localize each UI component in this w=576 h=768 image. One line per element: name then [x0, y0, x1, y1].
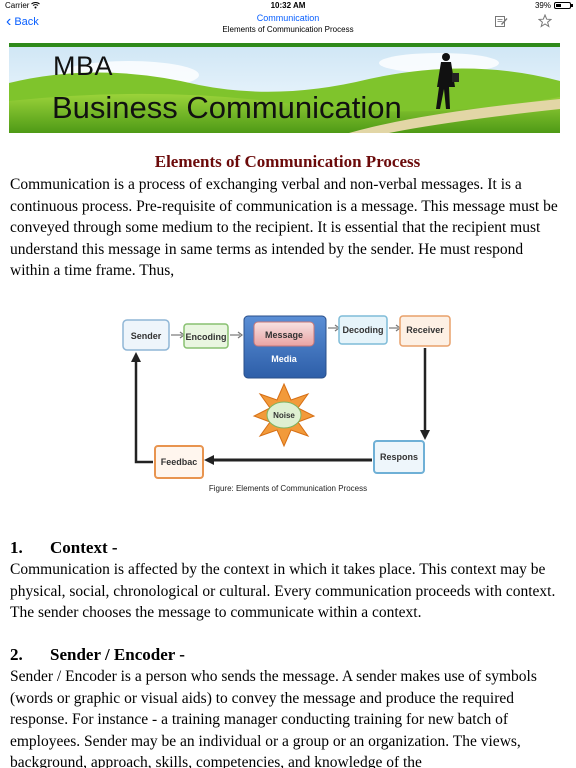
back-label: Back: [14, 16, 39, 28]
section-title: Context -: [50, 538, 118, 557]
carrier-label: Carrier: [5, 1, 30, 10]
section-paragraph-context: Communication is affected by the context…: [10, 561, 556, 621]
encoding-label: Encoding: [186, 332, 227, 342]
diagram-caption: Figure: Elements of Communication Proces…: [209, 484, 367, 493]
chevron-left-icon: ‹: [6, 13, 12, 30]
communication-process-diagram: Sender Encoding Message Media Decoding: [118, 308, 458, 498]
battery-percentage: 39%: [534, 1, 551, 10]
decoding-node: Decoding: [338, 315, 388, 345]
sender-label: Sender: [131, 331, 162, 341]
star-icon[interactable]: [538, 14, 552, 28]
noise-node: Noise: [252, 382, 316, 448]
wifi-icon: [31, 2, 40, 9]
feedback-label: Feedbac: [161, 457, 198, 467]
nav-subtitle: Elements of Communication Process: [222, 25, 354, 34]
article-content: Elements of Communication Process Commun…: [10, 150, 565, 282]
status-bar: Carrier 10:32 AM 39%: [0, 0, 576, 12]
banner-landscape: [9, 43, 560, 133]
section-number: 2.: [10, 645, 23, 664]
media-node: Message Media: [243, 315, 327, 379]
feedback-node: Feedbac: [154, 445, 204, 479]
encoding-node: Encoding: [183, 323, 229, 349]
media-label: Media: [271, 354, 298, 364]
section-title: Sender / Encoder -: [50, 645, 185, 664]
receiver-label: Receiver: [406, 325, 444, 335]
receiver-node: Receiver: [399, 315, 451, 347]
edit-icon[interactable]: [494, 14, 508, 28]
navigation-bar: ‹ Back Communication Elements of Communi…: [0, 12, 576, 38]
walking-man-silhouette: [436, 53, 459, 109]
article-heading: Elements of Communication Process: [154, 152, 421, 171]
response-node: Respons: [373, 440, 425, 474]
banner-image: MBA Business Communication: [9, 43, 560, 133]
banner-title-line2: Business Communication: [52, 90, 402, 125]
noise-label: Noise: [273, 411, 295, 420]
clock: 10:32 AM: [270, 1, 306, 10]
nav-title: Communication: [256, 13, 320, 23]
banner-title-line1: MBA: [53, 51, 114, 81]
message-label: Message: [265, 330, 303, 340]
intro-paragraph: Communication is a process of exchanging…: [10, 176, 558, 279]
section-number: 1.: [10, 538, 23, 557]
decoding-label: Decoding: [342, 325, 383, 335]
section-paragraph-sender: Sender / Encoder is a person who sends t…: [10, 668, 537, 768]
response-label: Respons: [380, 452, 418, 462]
battery-icon: [554, 2, 573, 9]
back-button[interactable]: ‹ Back: [6, 13, 39, 30]
section-heading-sender: 2. Sender / Encoder -: [10, 645, 185, 665]
section-heading-context: 1. Context -: [10, 538, 118, 558]
sender-node: Sender: [122, 319, 170, 351]
